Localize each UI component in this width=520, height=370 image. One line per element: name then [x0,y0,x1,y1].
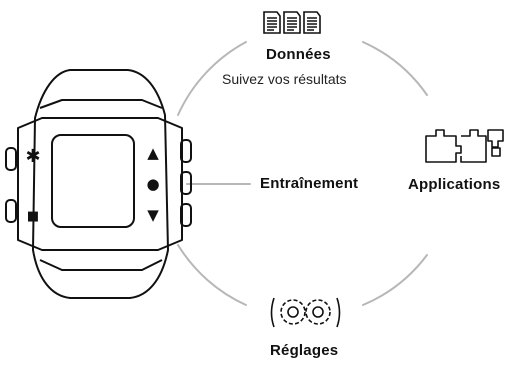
watch-device [5,69,192,299]
side-button-left-bottom[interactable] [5,199,17,223]
watch-bezel-bottom [39,259,163,271]
watch-bezel-top [39,99,163,109]
side-button-right-middle[interactable] [180,171,192,195]
stop-button-symbol: ■ [27,209,39,224]
watch-screen [51,134,135,228]
entrainement-label[interactable]: Entraînement [260,175,359,192]
reglages-label[interactable]: Réglages [270,342,339,359]
side-button-left-top[interactable] [5,147,17,171]
arc-bottom-left [177,244,247,306]
documents-icon [263,11,321,34]
side-button-right-bottom[interactable] [180,203,192,227]
ok-button-symbol: ● [146,175,159,193]
applications-label[interactable]: Applications [408,176,501,193]
puzzle-icon [425,129,504,163]
arc-top-right [362,41,428,96]
side-button-right-top[interactable] [180,139,192,163]
watch-body [32,69,169,299]
up-button-symbol: ▲ [147,144,159,162]
down-button-symbol: ▼ [147,206,159,224]
arc-bottom-right [362,254,428,306]
donnees-sublabel: Suivez vos résultats [222,71,347,87]
donnees-label[interactable]: Données [266,46,331,63]
arc-top-left [177,41,247,116]
watch-face [17,117,183,251]
light-button-symbol: ✱ [25,146,40,167]
gears-icon [270,297,341,328]
